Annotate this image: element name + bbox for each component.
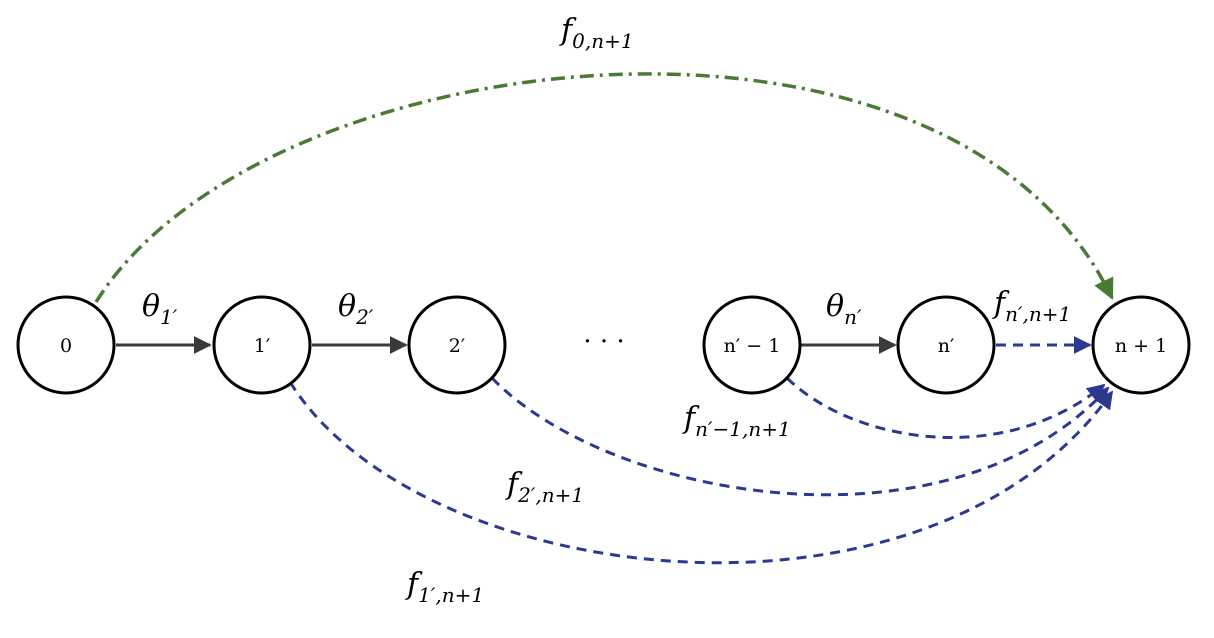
node-1-label: 1′ — [254, 335, 270, 357]
label-f-1: f1′,n+1 — [405, 567, 484, 607]
ellipsis: · · · — [583, 327, 624, 357]
edge-nm1-to-end — [785, 376, 1106, 439]
label-f-n: fn′,n+1 — [992, 286, 1071, 326]
node-end: n + 1 — [1091, 295, 1191, 395]
node-n: n′ — [896, 295, 996, 395]
label-f-2: f2′,n+1 — [505, 467, 584, 507]
node-2: 2′ — [407, 295, 507, 395]
label-theta-2: θ2′ — [338, 289, 374, 329]
node-0-label: 0 — [60, 335, 72, 357]
edge-2-to-end — [490, 376, 1110, 497]
node-1: 1′ — [212, 295, 312, 395]
label-theta-n: θn′ — [826, 289, 862, 329]
node-n-minus-1-label: n′ − 1 — [724, 335, 781, 357]
label-theta-1: θ1′ — [142, 289, 178, 329]
edge-1-to-end — [288, 381, 1114, 565]
node-end-label: n + 1 — [1115, 335, 1167, 357]
node-2-label: 2′ — [449, 335, 465, 357]
label-f-n-minus-1: fn′−1,n+1 — [682, 401, 791, 441]
edge-0-to-end — [94, 72, 1114, 303]
node-n-label: n′ — [938, 335, 955, 357]
node-n-minus-1: n′ − 1 — [702, 295, 802, 395]
node-0: 0 — [16, 295, 116, 395]
label-f-0: f0,n+1 — [559, 13, 634, 53]
